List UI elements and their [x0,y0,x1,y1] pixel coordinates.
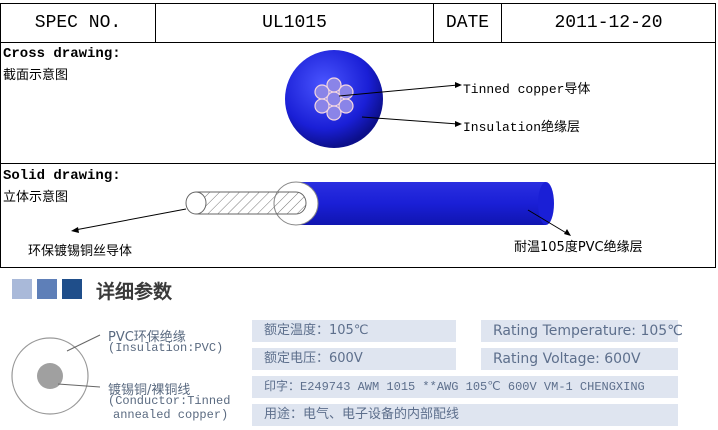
wire-conductor-body [195,191,307,215]
insulation-arrowhead [455,121,462,127]
cross-section-drawing [285,50,462,148]
solid-conductor-leader [74,208,187,231]
insulation-leader-line [361,116,459,125]
legend-conductor-leader [57,383,101,388]
solid-insulation-leader [527,209,569,235]
wire-conductor-tip [185,191,207,215]
cross-drawing-section: Cross drawing: 截面示意图 [0,43,716,164]
conductor-strands [314,77,354,121]
spec-no-value: UL1015 [156,4,434,42]
spec-no-label: SPEC NO. [1,4,156,42]
wire-insulation-body [296,182,546,225]
legend-insulation-en: (Insulation:PVC) [108,341,224,355]
date-value: 2011-12-20 [554,13,663,33]
solid-conductor-arrowhead [71,227,79,233]
cross-drawing-subtitle: 截面示意图 [3,68,69,83]
date-label: DATE [434,4,502,42]
solid-drawing-section: Solid drawing: 立体示意图 [0,164,716,268]
legend-conductor-en1: (Conductor:Tinned [108,394,231,408]
cross-insulation-label: Insulation绝缘层 [463,120,581,135]
legend-conductor-cn: 镀锡铜/裸铜线 [108,383,191,398]
color-square-light [12,279,32,299]
rated-voltage-cn: 额定电压：600V [252,348,456,370]
legend-conductor-circle [37,363,63,389]
color-square-mid [37,279,57,299]
color-square-dark [62,279,82,299]
cable-legend-drawing [11,334,101,415]
rated-temp-en: Rating Temperature: 105℃ [481,320,683,342]
legend-insulation-leader [66,334,101,352]
cross-conductor-label: Tinned copper导体 [463,82,591,97]
solid-drawing-subtitle: 立体示意图 [3,190,69,205]
cross-drawing-title: Cross drawing: [3,46,121,62]
conductor-arrowhead [455,82,462,88]
conductor-leader-line [338,84,459,97]
print-marking: 印字：E249743 AWM 1015 **AWG 105℃ 600V VM-1… [252,376,678,398]
rated-temp-cn: 额定温度：105℃ [252,320,456,342]
solid-wire-drawing [71,181,571,236]
solid-insulation-arrowhead [564,229,571,236]
solid-drawing-title: Solid drawing: [3,168,121,184]
spec-header-table: SPEC NO. UL1015 DATE 2011-12-20 [0,3,716,43]
legend-conductor-en2: annealed copper) [113,408,229,422]
legend-insulation-cn: PVC环保绝缘 [108,330,186,345]
wire-insulation-end [538,182,554,225]
solid-conductor-label: 环保镀锡铜丝导体 [28,244,133,259]
details-heading: 详细参数 [96,281,173,303]
usage-text: 用途：电气、电子设备的内部配线 [252,404,678,426]
solid-insulation-label: 耐温105度PVC绝缘层 [514,240,643,255]
rated-voltage-en: Rating Voltage: 600V [481,348,678,370]
